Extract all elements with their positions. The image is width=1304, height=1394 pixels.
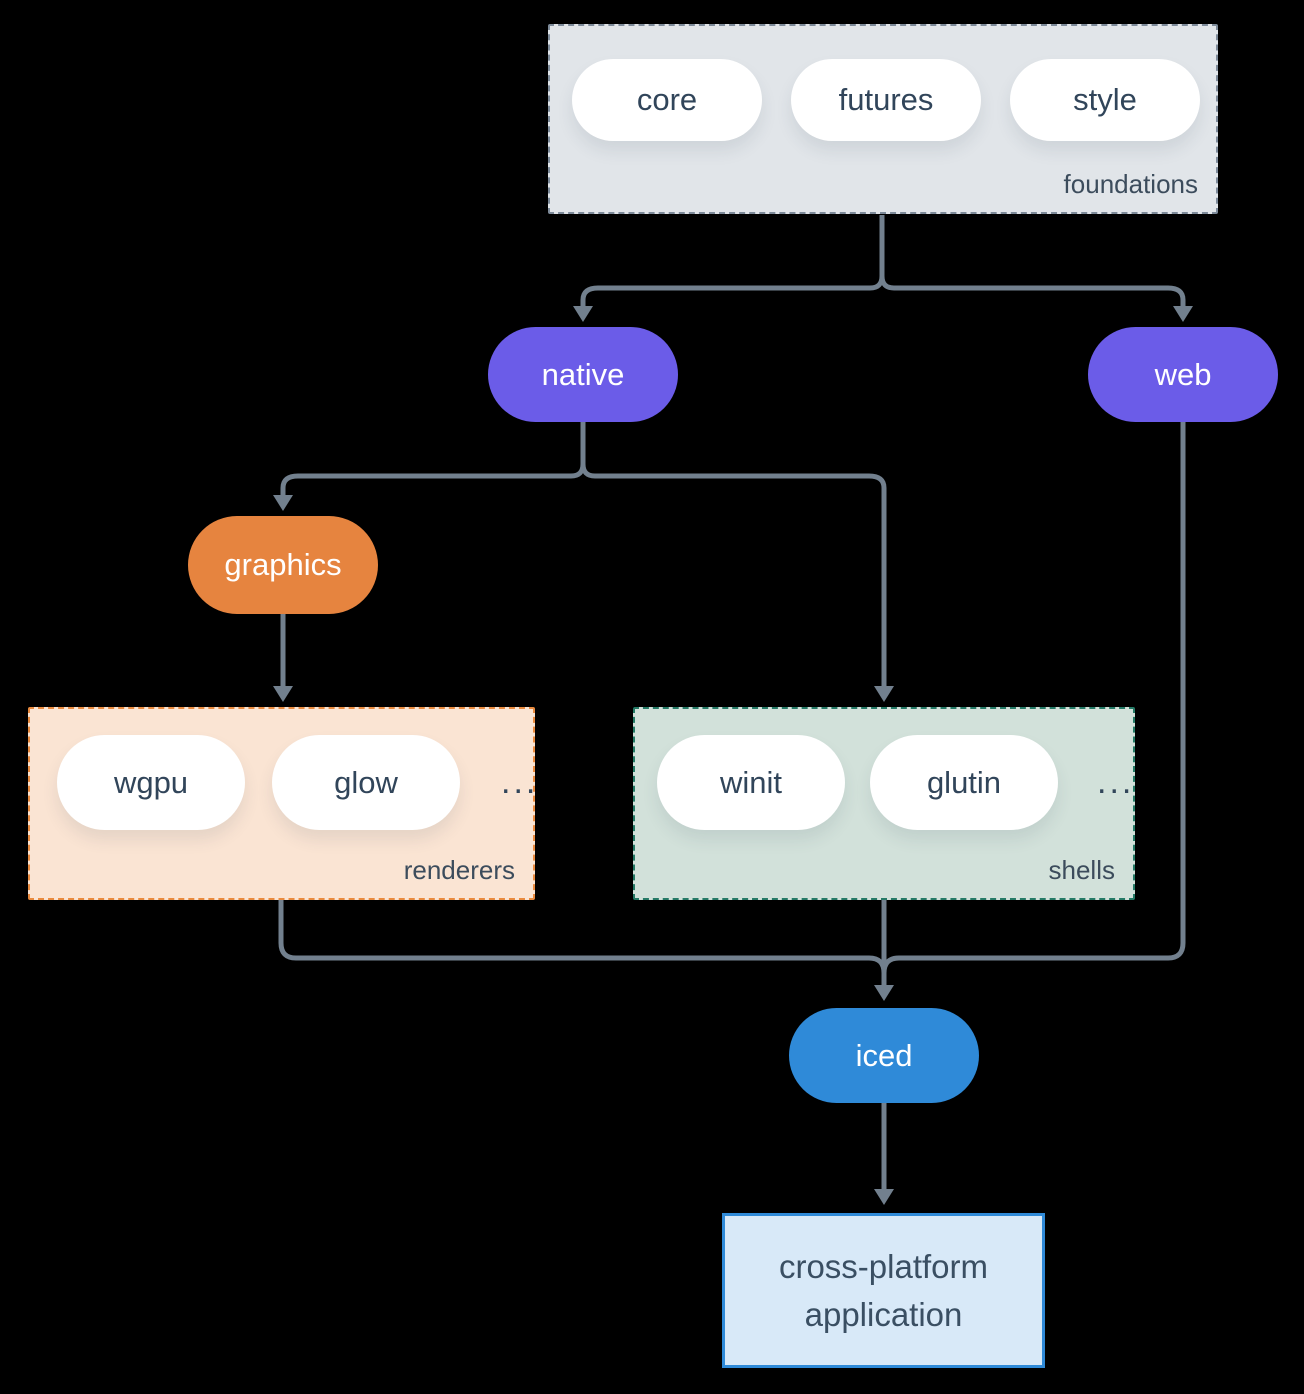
node-iced: iced (789, 1008, 979, 1103)
node-web: web (1088, 327, 1278, 422)
node-wgpu: wgpu (57, 735, 245, 830)
arrowhead-shells (874, 686, 894, 702)
connector-foundations-web (879, 215, 1186, 306)
shells-pill-row: winit glutin ... (657, 735, 1134, 830)
group-renderers: wgpu glow ... renderers (28, 707, 535, 900)
node-application: cross-platform application (722, 1213, 1045, 1368)
arrowhead-iced (874, 985, 894, 1001)
connector-foundations-native (580, 215, 885, 306)
group-shells-label: shells (1048, 855, 1115, 885)
arrowhead-graphics (273, 495, 293, 511)
node-futures: futures (791, 59, 981, 141)
group-renderers-label: renderers (403, 855, 515, 885)
node-native: native (488, 327, 678, 422)
group-foundations-label: foundations (1063, 169, 1198, 199)
node-core: core (572, 59, 762, 141)
node-graphics: graphics (188, 516, 378, 614)
group-foundations: core futures style foundations (548, 24, 1218, 214)
arrowhead-renderers (273, 686, 293, 702)
node-glutin: glutin (870, 735, 1058, 830)
application-label: cross-platform application (778, 1247, 989, 1333)
arrowhead-native (573, 306, 593, 322)
renderers-ellipsis: ... (501, 763, 539, 801)
renderers-pill-row: wgpu glow ... (57, 735, 538, 830)
node-winit: winit (657, 735, 845, 830)
connector-native-shells (580, 422, 887, 686)
node-style: style (1010, 59, 1200, 141)
shells-ellipsis: ... (1097, 763, 1135, 801)
arrowhead-web (1173, 306, 1193, 322)
group-shells: winit glutin ... shells (633, 707, 1135, 900)
connector-native-graphics (280, 422, 586, 495)
arrowhead-application (874, 1189, 894, 1205)
foundations-pill-row: core futures style (572, 59, 1200, 141)
connector-renderers-iced (278, 900, 887, 974)
node-glow: glow (272, 735, 460, 830)
